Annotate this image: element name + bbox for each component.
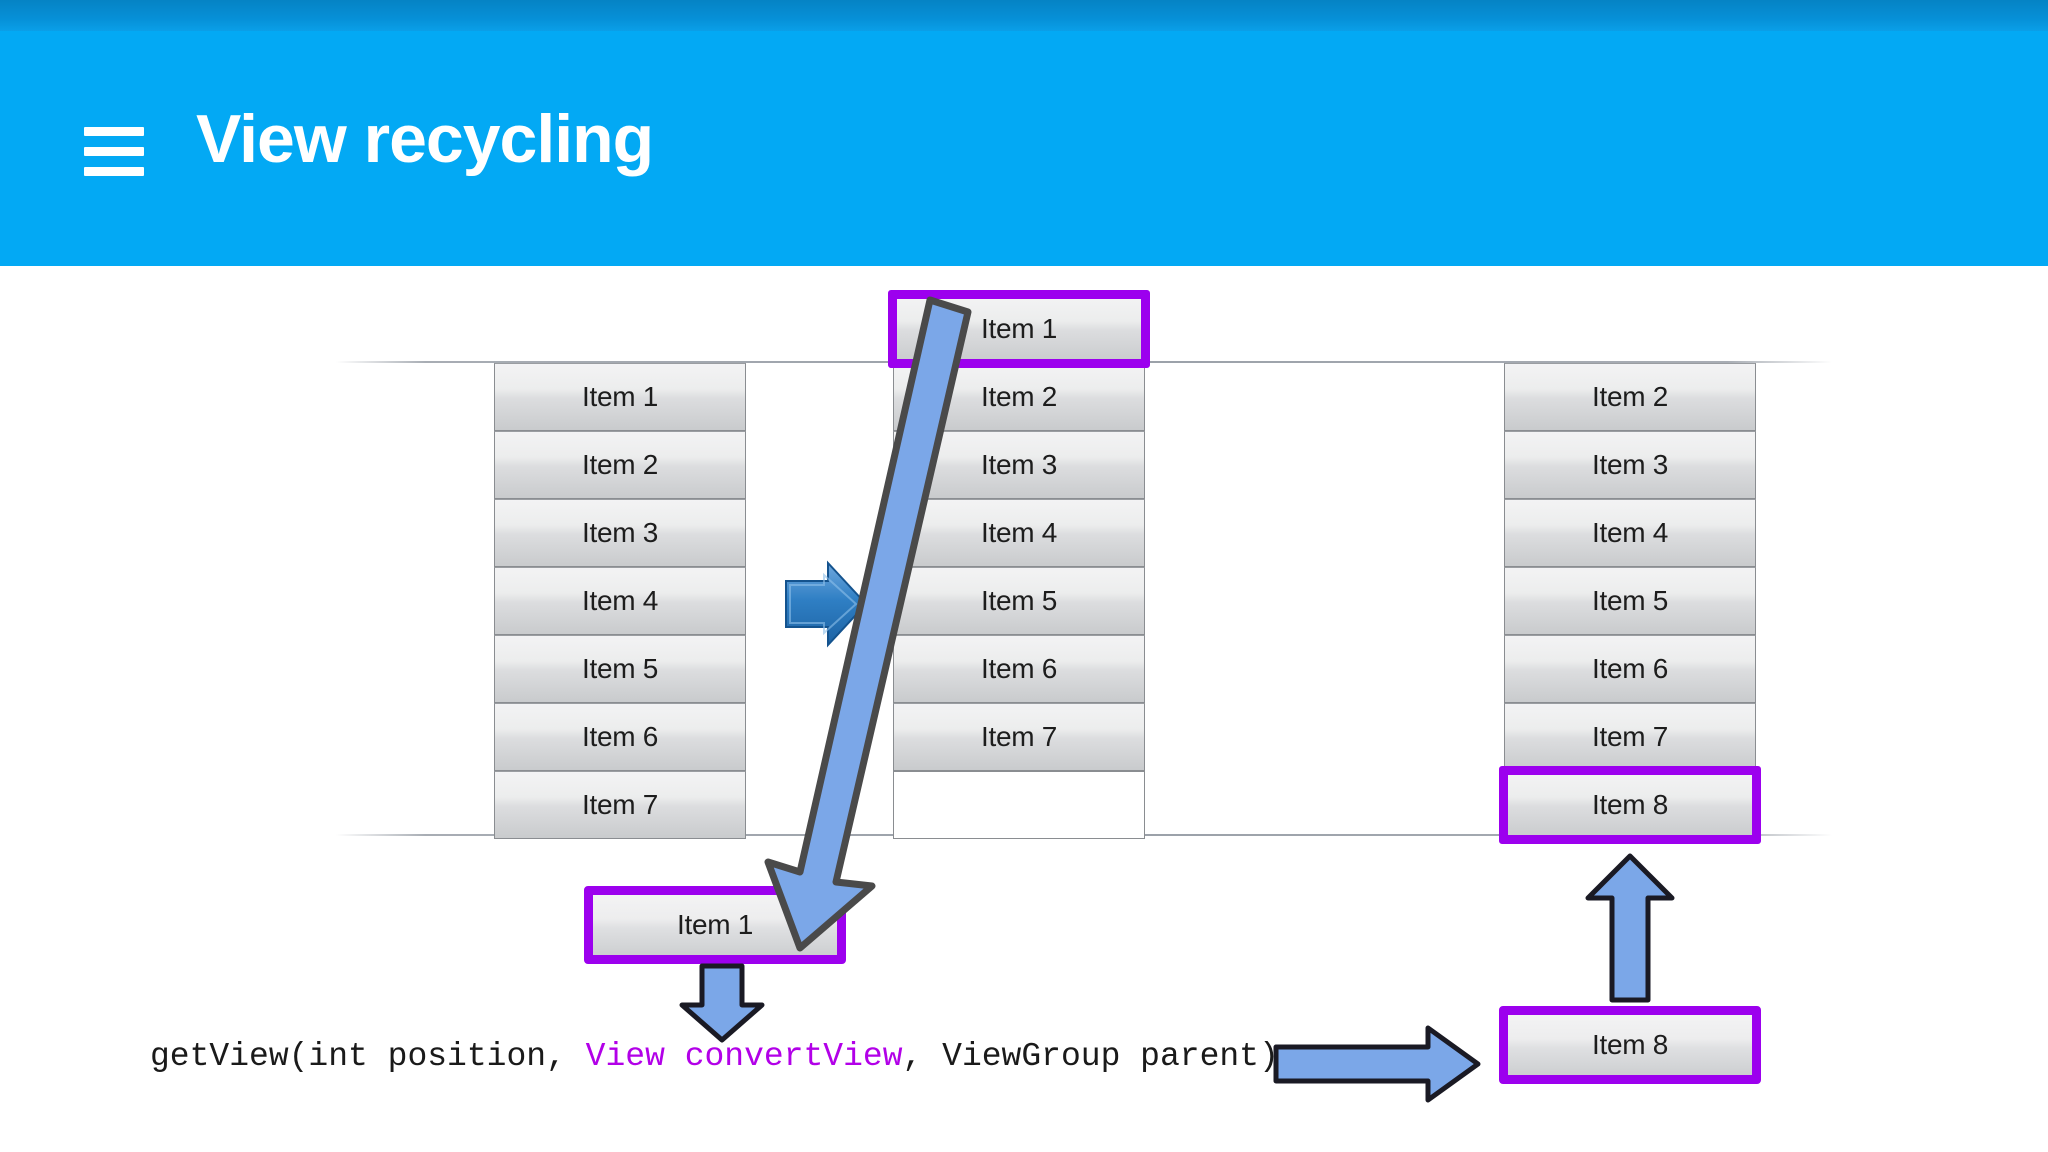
returned-view-box[interactable]: Item 8 [1499,1006,1761,1084]
app-header: View recycling [0,0,2048,266]
list-item[interactable]: Item 6 [893,635,1145,703]
code-prefix: getView(int position, [150,1038,586,1075]
list-item[interactable]: Item 4 [494,567,746,635]
code-keyword-convertview: View convertView [585,1038,903,1075]
list-item[interactable]: Item 4 [893,499,1145,567]
list-item[interactable]: Item 7 [1504,703,1756,771]
hamburger-icon[interactable] [84,127,144,176]
code-suffix: , ViewGroup parent) [902,1038,1279,1075]
list-item[interactable]: Item 2 [1504,363,1756,431]
diagram-canvas: Item 1 Item 2 Item 3 Item 4 Item 5 Item … [0,266,2048,1152]
list-item[interactable]: Item 6 [494,703,746,771]
list-item[interactable]: Item 5 [494,635,746,703]
list-item[interactable]: Item 5 [1504,567,1756,635]
getview-signature: getView(int position, View convertView, … [150,1038,1279,1075]
list-item[interactable]: Item 8 [1504,771,1756,839]
hamburger-bar-2 [84,147,144,156]
list-item[interactable]: Item 7 [893,703,1145,771]
list-item[interactable]: Item 5 [893,567,1145,635]
list-item[interactable]: Item 3 [893,431,1145,499]
list-item[interactable]: Item 6 [1504,635,1756,703]
list-item-empty-slot[interactable] [893,771,1145,839]
list-item[interactable]: Item 7 [494,771,746,839]
list-item[interactable]: Item 4 [1504,499,1756,567]
list-item[interactable]: Item 1 [893,295,1145,363]
page-title: View recycling [196,101,654,177]
hamburger-bar-3 [84,167,144,176]
recycled-convertview-box[interactable]: Item 1 [584,886,846,964]
hamburger-bar-1 [84,127,144,136]
list-item[interactable]: Item 2 [494,431,746,499]
list-item[interactable]: Item 2 [893,363,1145,431]
list-item[interactable]: Item 3 [494,499,746,567]
header-top-strip [0,0,2048,31]
list-item[interactable]: Item 3 [1504,431,1756,499]
list-item[interactable]: Item 1 [494,363,746,431]
